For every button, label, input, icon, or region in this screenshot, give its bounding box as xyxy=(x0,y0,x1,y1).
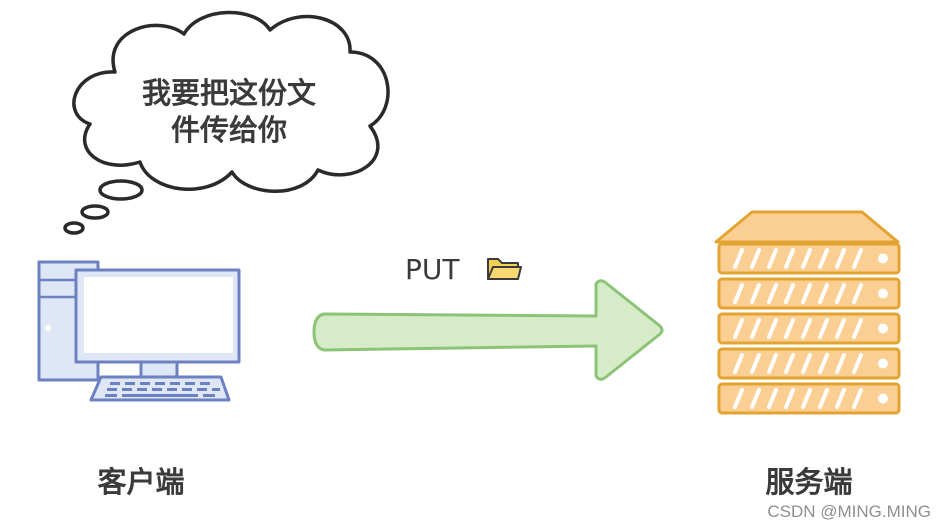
watermark: CSDN @MING.MING xyxy=(767,502,931,521)
cloud-text-line2: 件传给你 xyxy=(171,113,287,147)
server-unit xyxy=(717,242,901,275)
server-indicator-light xyxy=(878,253,888,264)
cloud-shape xyxy=(72,10,390,193)
server-unit xyxy=(717,347,901,380)
computer-stand xyxy=(139,360,179,379)
desktop-computer-icon xyxy=(37,260,241,402)
thought-bubble-large xyxy=(98,179,144,201)
folder-icon xyxy=(487,258,522,280)
server-rack-icon xyxy=(714,210,901,415)
server-unit xyxy=(717,382,901,415)
server-indicator-light xyxy=(878,358,888,369)
transfer-arrow xyxy=(312,279,664,381)
thought-bubble-small xyxy=(63,221,85,235)
server-roof xyxy=(714,210,900,244)
server-units xyxy=(717,242,901,415)
cloud-text-line1: 我要把这份文 xyxy=(142,76,317,110)
server-label: 服务端 xyxy=(765,465,852,499)
keyboard-keys xyxy=(105,382,220,397)
speech-cloud: 我要把这份文 件传给你 xyxy=(63,10,390,235)
computer-screen xyxy=(84,277,233,353)
server-unit xyxy=(717,312,901,345)
server-indicator-light xyxy=(878,288,888,299)
server-indicator-light xyxy=(878,323,888,334)
http-method-label: PUT xyxy=(405,253,460,286)
server-indicator-light xyxy=(878,393,888,404)
server-unit xyxy=(717,277,901,310)
client-label: 客户端 xyxy=(97,465,184,499)
thought-bubble-medium xyxy=(80,204,110,220)
